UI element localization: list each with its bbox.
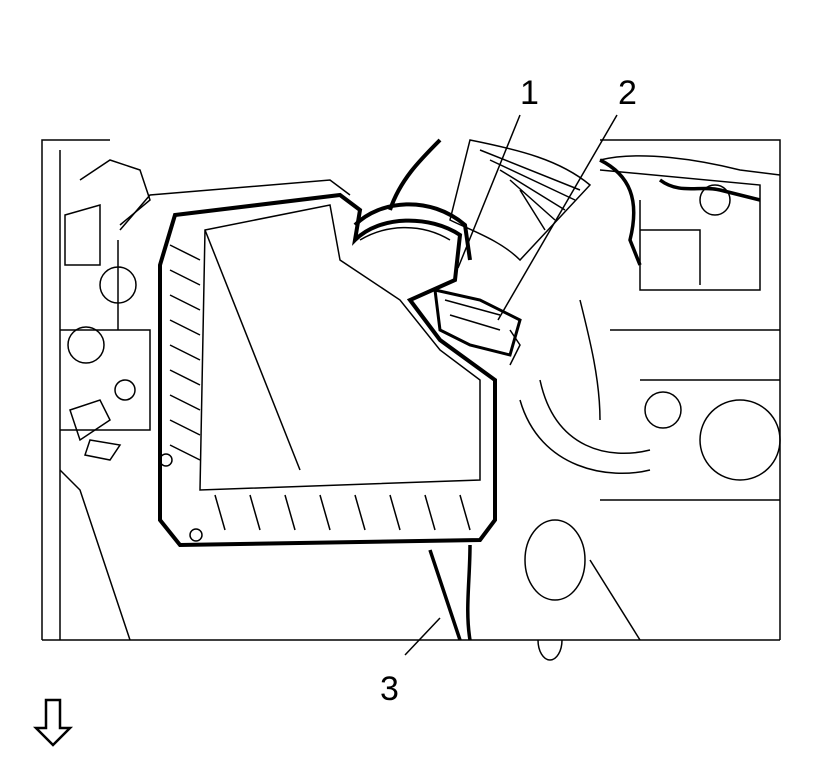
- hollow-arrow-down-icon: [32, 698, 74, 747]
- leader-lines: [404, 114, 618, 656]
- harness-wires: [428, 158, 761, 641]
- mass-airflow-sensor-connector: [433, 288, 522, 366]
- intake-duct: [353, 138, 472, 261]
- leader-line-3: [404, 617, 441, 656]
- leader-line-1: [457, 114, 521, 269]
- illustration-frame: [41, 139, 781, 641]
- callout-3: 3: [380, 670, 399, 708]
- air-cleaner-housing: [158, 192, 497, 548]
- callout-2: 2: [618, 74, 637, 112]
- left-body-structure: [59, 150, 351, 641]
- right-engine-components: [449, 139, 781, 661]
- callout-1: 1: [520, 74, 539, 112]
- leader-line-2: [497, 114, 618, 321]
